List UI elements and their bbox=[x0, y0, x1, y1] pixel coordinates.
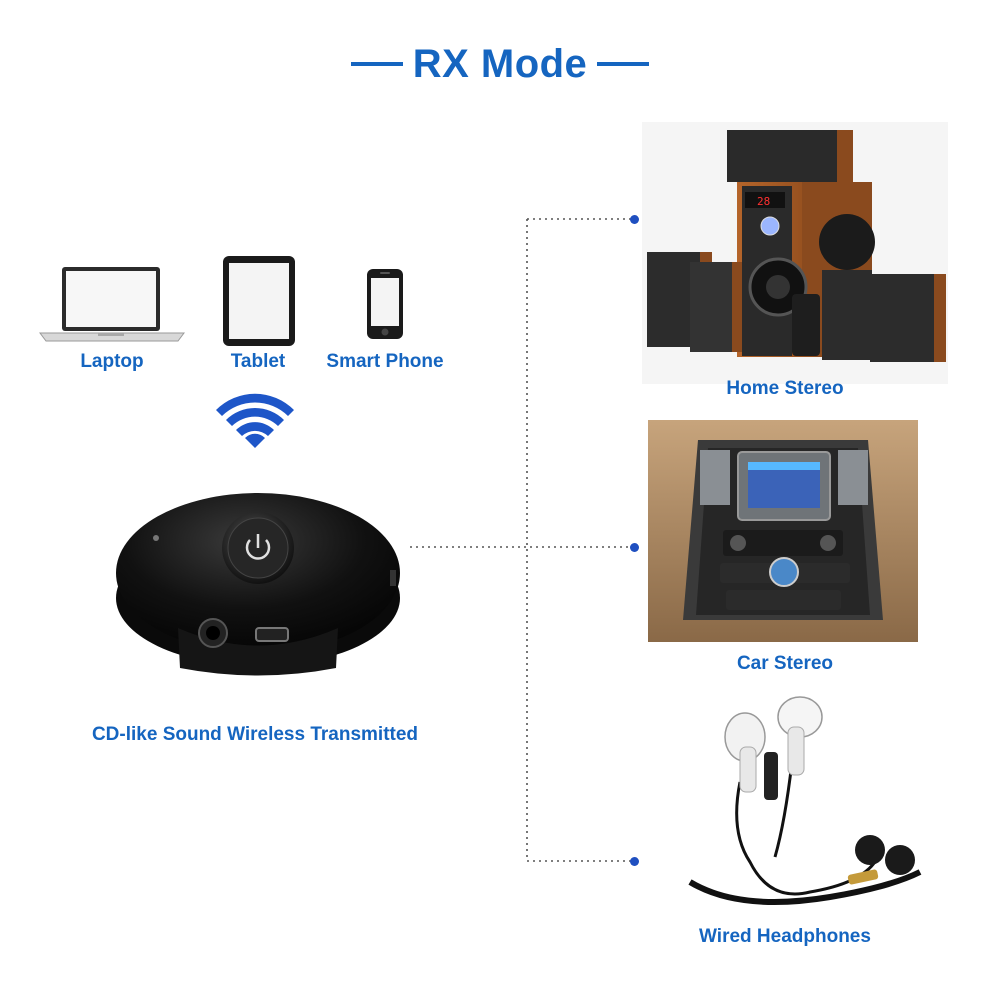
laptop-label: Laptop bbox=[80, 351, 144, 372]
svg-text:28: 28 bbox=[757, 195, 770, 208]
tablet-label: Tablet bbox=[230, 351, 286, 372]
smartphone-icon bbox=[367, 269, 403, 339]
title-line-right bbox=[597, 62, 650, 66]
smartphone-label: Smart Phone bbox=[326, 351, 444, 372]
title-banner: RX Mode bbox=[0, 38, 1000, 90]
laptop-icon bbox=[39, 267, 185, 342]
page-title: RX Mode bbox=[412, 41, 588, 86]
wired-headphones-image bbox=[688, 696, 922, 905]
connector-dot-bottom bbox=[630, 857, 639, 866]
tablet-icon bbox=[223, 256, 295, 346]
connector-dot-top bbox=[630, 215, 639, 224]
home-stereo-label: Home Stereo bbox=[726, 378, 844, 399]
car-stereo-label: Car Stereo bbox=[736, 653, 834, 674]
wired-headphones-label: Wired Headphones bbox=[699, 926, 871, 947]
connector-dot-middle bbox=[630, 543, 639, 552]
device-caption: CD-like Sound Wireless Transmitted bbox=[91, 724, 419, 745]
car-stereo-image bbox=[648, 420, 918, 642]
bluetooth-device-image bbox=[116, 493, 400, 676]
wireless-signal-icon bbox=[216, 393, 294, 448]
title-line-left bbox=[350, 62, 403, 66]
home-stereo-image: 28 bbox=[642, 122, 948, 384]
